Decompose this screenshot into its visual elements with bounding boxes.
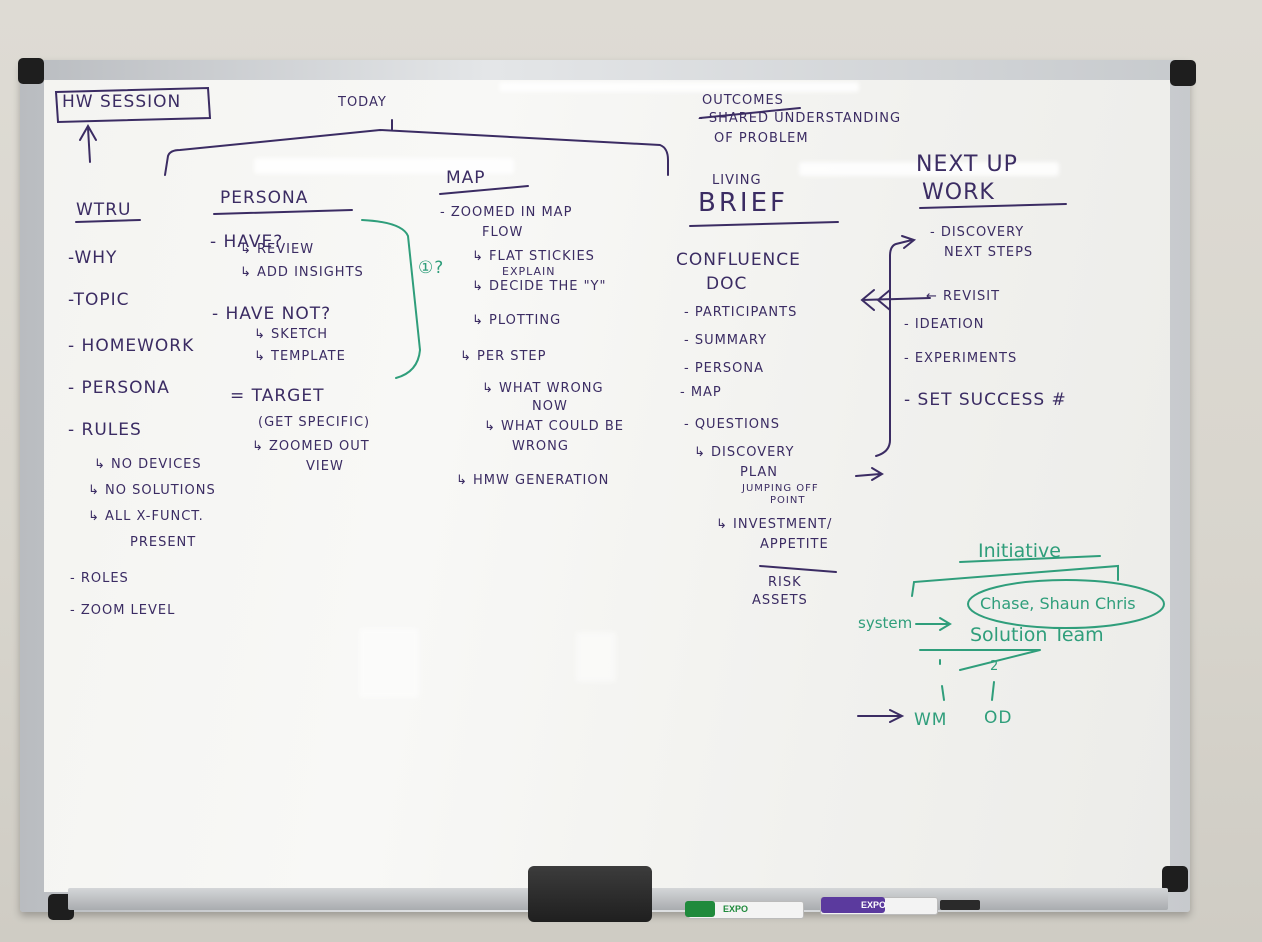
marker-label: EXPO bbox=[861, 900, 887, 910]
brief-living: LIVING bbox=[712, 173, 762, 188]
next-item: - EXPERIMENTS bbox=[904, 351, 1018, 366]
initiative-team: Solution Team bbox=[970, 624, 1104, 646]
left-tail: - ZOOM LEVEL bbox=[70, 603, 176, 618]
map-item: ↳ PLOTTING bbox=[472, 313, 562, 328]
brief-item: - QUESTIONS bbox=[684, 417, 781, 432]
brief-jump: JUMPING OFF bbox=[742, 483, 819, 494]
light-glare bbox=[359, 628, 419, 698]
outcomes-line: OF PROBLEM bbox=[714, 131, 809, 146]
map-item: ↳ WHAT COULD BE bbox=[484, 419, 624, 434]
persona-have-not-sub: ↳ SKETCH bbox=[254, 327, 329, 342]
left-item: - HOMEWORK bbox=[68, 336, 195, 356]
persona-have-not-sub: ↳ TEMPLATE bbox=[254, 349, 346, 364]
brief-heading: BRIEF bbox=[698, 188, 788, 218]
persona-have-not: - HAVE NOT? bbox=[212, 304, 332, 324]
map-item: ↳ HMW GENERATION bbox=[456, 473, 610, 488]
left-item: - RULES bbox=[68, 420, 142, 440]
light-glare bbox=[799, 162, 1059, 176]
left-tail: - ROLES bbox=[70, 571, 129, 586]
outcomes-line: - SHARED UNDERSTANDING bbox=[698, 111, 902, 126]
map-item: ↳ PER STEP bbox=[460, 349, 547, 364]
light-glare bbox=[499, 82, 859, 92]
next-item: - IDEATION bbox=[904, 317, 985, 332]
persona-target-note: (GET SPECIFIC) bbox=[258, 415, 371, 430]
initiative-heading: Initiative bbox=[978, 540, 1061, 562]
pen-tip bbox=[940, 900, 980, 910]
light-glare bbox=[576, 632, 616, 682]
marker-label: EXPO bbox=[723, 904, 749, 914]
brief-item: - PARTICIPANTS bbox=[684, 305, 798, 320]
next-item: - SET SUCCESS # bbox=[904, 390, 1067, 410]
map-item: NOW bbox=[532, 399, 568, 414]
map-item: FLOW bbox=[482, 225, 524, 240]
persona-target: = TARGET bbox=[230, 386, 325, 406]
today-label: TODAY bbox=[338, 95, 387, 110]
rules-sub: PRESENT bbox=[130, 535, 197, 550]
brief-item: - MAP bbox=[680, 385, 722, 400]
brief-item: - PERSONA bbox=[684, 361, 765, 376]
marker-cap bbox=[821, 897, 885, 913]
brief-doc: CONFLUENCE bbox=[676, 250, 801, 270]
brief-discovery-plan: PLAN bbox=[740, 465, 778, 480]
initiative-od: OD bbox=[984, 708, 1013, 728]
next-item: ← REVISIT bbox=[926, 289, 1001, 304]
persona-have-sub: ↳ REVIEW bbox=[240, 242, 315, 257]
hw-session-title: HW SESSION bbox=[62, 92, 182, 112]
persona-question: ①? bbox=[418, 258, 445, 278]
marker-cap bbox=[685, 901, 715, 917]
brief-jump-point: POINT bbox=[770, 495, 806, 506]
left-item: - PERSONA bbox=[68, 378, 170, 398]
initiative-names: Chase, Shaun Chris bbox=[980, 594, 1136, 613]
eraser[interactable] bbox=[528, 866, 652, 922]
persona-zoom: ↳ ZOOMED OUT bbox=[252, 439, 370, 454]
frame-corner bbox=[18, 58, 44, 84]
brief-appetite: APPETITE bbox=[760, 537, 829, 552]
map-item: ↳ FLAT STICKIES bbox=[472, 249, 595, 264]
map-item: ↳ WHAT WRONG bbox=[482, 381, 604, 396]
map-item: ↳ DECIDE THE "Y" bbox=[472, 279, 607, 294]
map-item: EXPLAIN bbox=[502, 265, 556, 278]
persona-have-sub: ↳ ADD INSIGHTS bbox=[240, 265, 364, 280]
frame-corner bbox=[1162, 866, 1188, 892]
rules-sub: ↳ NO DEVICES bbox=[94, 457, 202, 472]
brief-doc: DOC bbox=[706, 274, 748, 294]
next-heading: NEXT UP bbox=[916, 152, 1018, 177]
persona-heading: PERSONA bbox=[220, 188, 309, 208]
brief-assets: ASSETS bbox=[752, 593, 808, 608]
frame-corner bbox=[1170, 60, 1196, 86]
next-heading: WORK bbox=[922, 180, 995, 205]
initiative-system: system bbox=[858, 614, 913, 632]
next-item: - DISCOVERY bbox=[930, 225, 1025, 240]
map-item: WRONG bbox=[512, 439, 569, 454]
purple-marker[interactable]: EXPO bbox=[820, 897, 938, 915]
brief-discovery: ↳ DISCOVERY bbox=[694, 445, 795, 460]
left-item: -WHY bbox=[68, 248, 118, 268]
wtru-heading: WTRU bbox=[76, 200, 132, 220]
left-item: -TOPIC bbox=[68, 290, 130, 310]
next-item: NEXT STEPS bbox=[944, 245, 1034, 260]
brief-investment: ↳ INVESTMENT/ bbox=[716, 517, 833, 532]
persona-zoom-view: VIEW bbox=[306, 459, 344, 474]
initiative-wm: WM bbox=[914, 710, 948, 730]
rules-sub: ↳ NO SOLUTIONS bbox=[88, 483, 216, 498]
outcomes-heading: OUTCOMES bbox=[702, 93, 784, 108]
initiative-number: 2 bbox=[990, 659, 999, 674]
map-item: - ZOOMED IN MAP bbox=[440, 205, 573, 220]
green-marker[interactable]: EXPO bbox=[685, 901, 804, 919]
map-heading: MAP bbox=[446, 168, 486, 188]
rules-sub: ↳ ALL X-FUNCT. bbox=[88, 509, 204, 524]
brief-item: - SUMMARY bbox=[684, 333, 768, 348]
persona-have: - HAVE? bbox=[210, 232, 284, 252]
whiteboard-surface bbox=[44, 80, 1170, 892]
brief-risk: RISK bbox=[768, 575, 802, 590]
